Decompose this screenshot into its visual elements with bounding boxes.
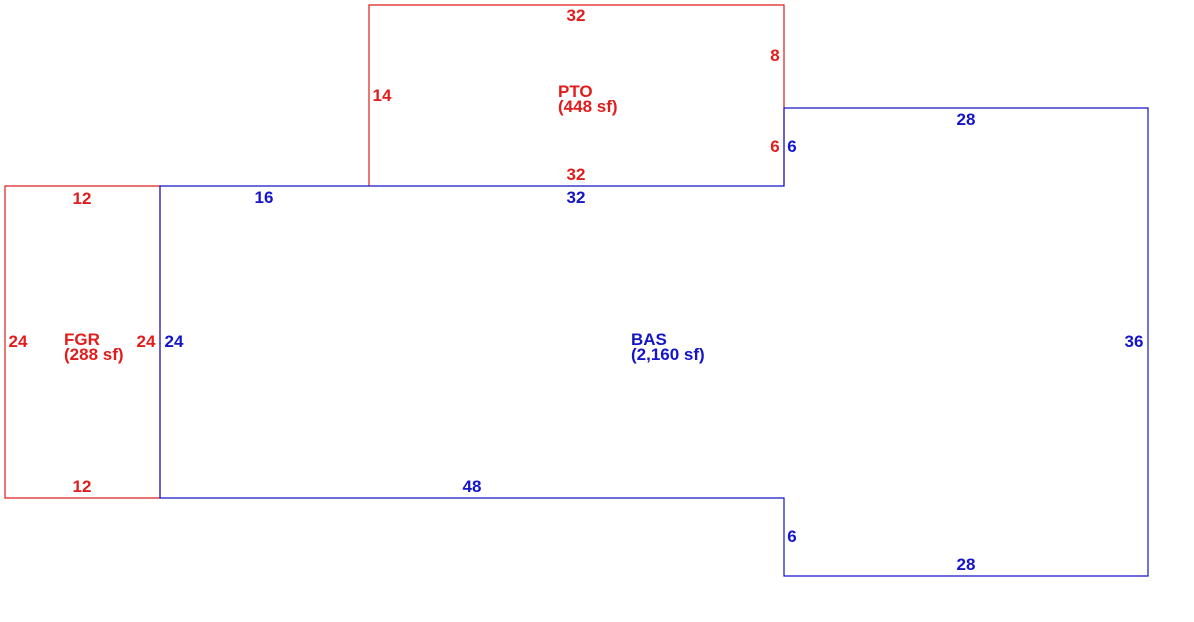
bas-dim-right: 36: [1125, 332, 1144, 351]
bas-dim-bottom-right: 28: [957, 555, 976, 574]
bas-outline: [159, 107, 1149, 577]
bas-dim-top-mid: 32: [567, 188, 586, 207]
bas-dim-lower-step: 6: [787, 527, 796, 546]
fgr-code-label: FGR: [64, 330, 100, 349]
pto-code-label: PTO: [558, 82, 593, 101]
bas-area-label: (2,160 sf): [631, 345, 705, 364]
pto-dim-bottom: 32: [567, 165, 586, 184]
fgr-dim-left: 24: [9, 332, 28, 351]
fgr-area-label: (288 sf): [64, 345, 124, 364]
pto-dim-left: 14: [373, 86, 392, 105]
fgr-dim-top: 12: [73, 189, 92, 208]
pto-dim-right-lower: 6: [770, 137, 779, 156]
bas-dim-top-left: 16: [255, 188, 274, 207]
pto-dim-top: 32: [567, 6, 586, 25]
bas-dim-top-right: 28: [957, 110, 976, 129]
bas-dim-left: 24: [165, 332, 184, 351]
fgr-dim-right: 24: [137, 332, 156, 351]
bas-dim-bottom-left: 48: [463, 477, 482, 496]
pto-area-label: (448 sf): [558, 97, 618, 116]
pto-outline: [368, 4, 785, 186]
fgr-dim-bottom: 12: [73, 477, 92, 496]
pto-dim-right-upper: 8: [770, 46, 779, 65]
bas-code-label: BAS: [631, 330, 667, 349]
bas-dim-notch-step: 6: [787, 137, 796, 156]
